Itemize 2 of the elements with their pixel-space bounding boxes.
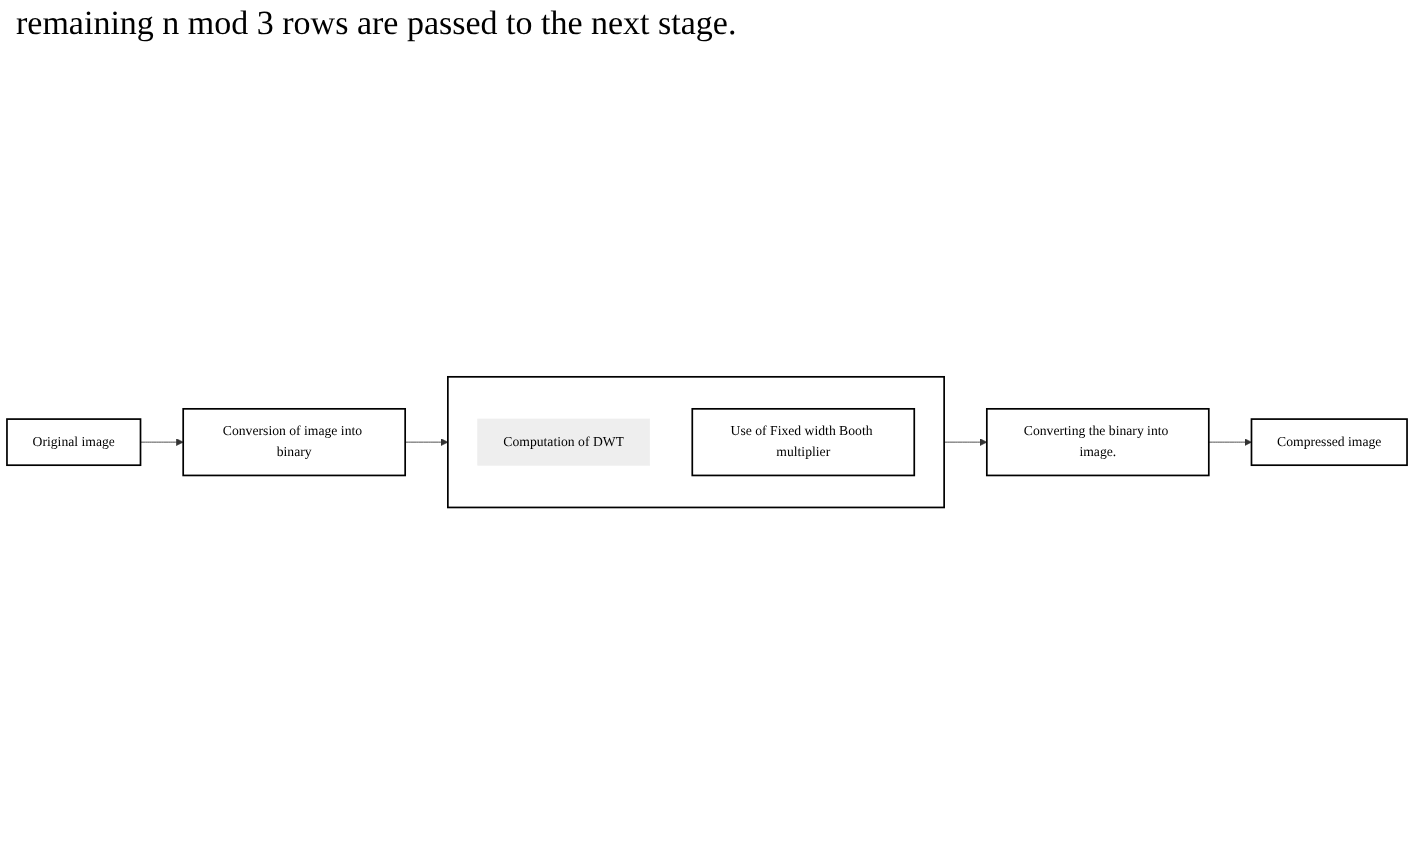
note-text: remaining n mod 3 rows are passed to the next stage. — [16, 4, 739, 44]
cluster — [447, 376, 945, 510]
